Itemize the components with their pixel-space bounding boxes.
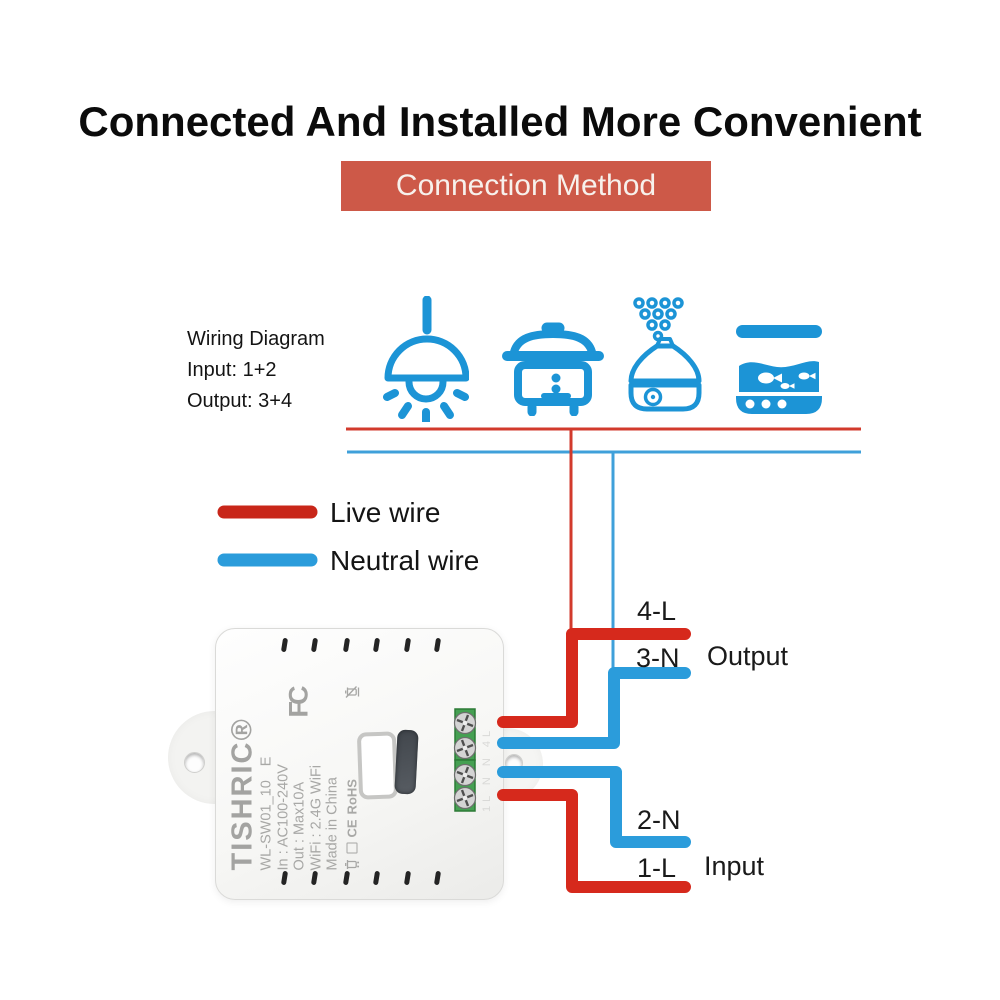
terminal-screws xyxy=(453,711,477,810)
wiring-info: Wiring Diagram Input: 1+2 Output: 3+4 xyxy=(187,324,325,417)
device-label-block: TISHRIC® WL-SW01_10E In : AC100-240V Out… xyxy=(226,686,359,871)
device-model-suffix: E xyxy=(258,756,275,767)
device-status-window xyxy=(394,729,419,795)
mount-hole-left xyxy=(184,752,205,773)
device-cert-row: CE RoHS xyxy=(344,686,359,871)
fish-tank-icon xyxy=(736,325,822,414)
terminal-3N-label: 3-N xyxy=(636,643,680,673)
device-brand: TISHRIC® xyxy=(226,717,259,871)
terminal-4L-label: 4-L xyxy=(637,596,677,626)
terminal-embossed-labels: 1L N N 4L xyxy=(481,726,493,812)
crossed-bin-icon xyxy=(344,686,359,698)
double-insulation-icon xyxy=(346,842,357,854)
wire-3N-neutral-output xyxy=(497,667,691,749)
weee-bin-icon xyxy=(344,860,359,869)
input-label: Input xyxy=(704,851,765,881)
ce-mark: CE xyxy=(344,819,359,838)
mount-hole-right xyxy=(505,754,523,772)
rice-cooker-icon xyxy=(502,322,604,416)
wiring-info-title: Wiring Diagram xyxy=(187,328,325,350)
terminal-block xyxy=(453,708,477,812)
legend-live-label: Live wire xyxy=(330,497,441,528)
legend-neutral-label: Neutral wire xyxy=(330,545,480,576)
output-label: Output xyxy=(707,641,789,671)
fcc-logo: FC xyxy=(283,689,314,718)
terminal-2N-label: 2-N xyxy=(637,805,681,835)
device-model: WL-SW01_10 xyxy=(258,780,275,871)
terminal-1L-label: 1-L xyxy=(637,853,677,883)
wiring-info-output: Output: 3+4 xyxy=(187,390,293,412)
device-button xyxy=(356,731,399,800)
device-model-line: WL-SW01_10 E xyxy=(259,686,276,871)
rohs-mark: RoHS xyxy=(344,779,359,815)
connection-method-banner: Connection Method xyxy=(341,161,711,211)
wiring-info-input: Input: 1+2 xyxy=(187,359,277,381)
page-title: Connected And Installed More Convenient xyxy=(78,98,922,145)
aroma-diffuser-icon xyxy=(628,297,702,412)
device-origin: Made in China xyxy=(324,777,341,871)
pendant-lamp-icon xyxy=(383,296,469,422)
